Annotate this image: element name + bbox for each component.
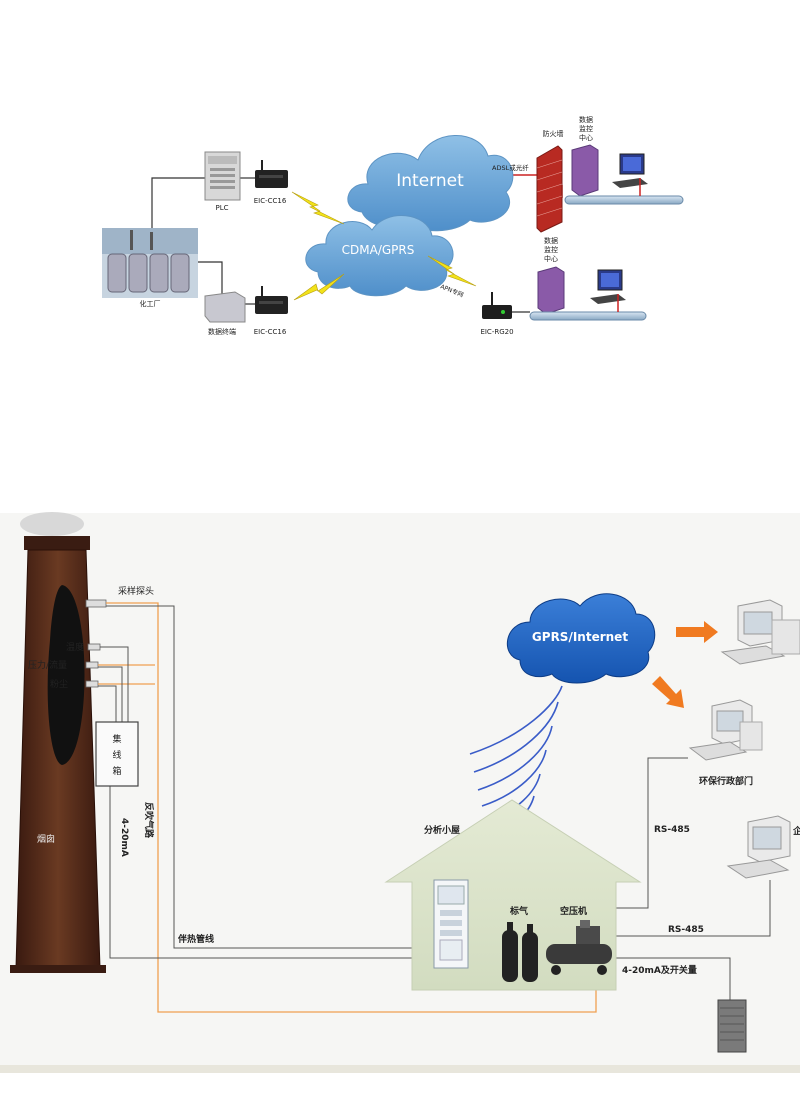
lightning-bolt-icon xyxy=(291,191,345,225)
cdma-gprs-label: CDMA/GPRS xyxy=(342,243,415,257)
center-top-line3: 中心 xyxy=(579,133,593,142)
sampling-probe-icon xyxy=(85,599,107,608)
epa-dept-label: 环保行政部门 xyxy=(699,775,753,787)
dust-probe-icon xyxy=(85,680,99,688)
internet-cloud: Internet xyxy=(347,135,514,232)
chimney-label: 烟囱 xyxy=(37,833,55,845)
network-diagram-top: Internet CDMA/GPRS PLC EIC- xyxy=(102,115,684,336)
data-terminal-label: 数据终端 xyxy=(208,327,236,336)
center-top-line2: 监控 xyxy=(579,124,593,133)
data-terminal: 数据终端 xyxy=(204,291,246,336)
temperature-probe-icon xyxy=(87,643,101,651)
signal-4-20-label: 4-20mA xyxy=(119,818,129,857)
gas-cylinder-icon xyxy=(502,922,538,982)
computer-epa: 环保行政部门 xyxy=(688,699,763,787)
computer-enterprise-top xyxy=(720,599,800,665)
terminal-icon xyxy=(204,291,246,323)
center-top-line1: 数据 xyxy=(579,115,593,124)
server-icon xyxy=(537,266,565,315)
rg20-label: EIC-RG20 xyxy=(480,328,513,336)
junction-box-icon xyxy=(95,721,139,787)
pressure-probe-icon xyxy=(85,661,99,669)
enterprise-partial-label: 企 xyxy=(792,825,800,837)
plc-label: PLC xyxy=(215,204,228,212)
modem-icon xyxy=(255,170,288,188)
apn-label: APN专网 xyxy=(439,282,464,298)
center-bottom-line1: 数据 xyxy=(544,236,558,245)
chimney: 烟囱 xyxy=(10,512,106,973)
gprs-internet-label: GPRS/Internet xyxy=(532,630,628,644)
cdma-gprs-cloud: CDMA/GPRS xyxy=(305,215,454,297)
adsl-label: ADSL或光纤 xyxy=(492,163,529,172)
junction-box-char2: 线 xyxy=(112,749,121,761)
cems-diagram-bottom: 烟囱 温度 压力/流量 粉尘 采样探头 xyxy=(0,512,800,1073)
gprs-internet-cloud: GPRS/Internet xyxy=(506,593,656,684)
monitoring-center-top: 数据 监控 中心 xyxy=(564,115,684,205)
smoke-cloud xyxy=(20,512,84,536)
junction-box: 集 线 箱 xyxy=(95,721,139,787)
compressor-icon xyxy=(546,920,612,975)
arrow-right-icon xyxy=(676,621,718,643)
junction-box-char1: 集 xyxy=(112,733,121,745)
chimney-cutaway xyxy=(47,585,85,765)
arrow-icons xyxy=(652,621,718,708)
dcs-cabinet xyxy=(717,999,747,1053)
internet-label: Internet xyxy=(396,171,464,191)
rs485-label-b: RS-485 xyxy=(668,925,704,935)
backblow-gas-label: 反吹气路 xyxy=(143,802,155,839)
firewall-icon xyxy=(536,145,563,233)
center-bottom-line3: 中心 xyxy=(544,254,558,263)
monitoring-center-bottom: 数据 监控 中心 xyxy=(529,236,647,321)
rs485-label-a: RS-485 xyxy=(654,825,690,835)
firewall: 防火墙 xyxy=(536,129,564,233)
computer-enterprise: 企 xyxy=(726,815,800,879)
signal-lines xyxy=(98,605,771,1000)
io-4-20-label: 4-20mA及开关量 xyxy=(622,964,697,976)
network-bus-top xyxy=(564,195,684,205)
eic-cc16-top: EIC-CC16 xyxy=(254,160,288,205)
lightning-bolt-icon xyxy=(293,273,345,301)
cc16-top-label: EIC-CC16 xyxy=(254,197,287,205)
arrow-down-right-icon xyxy=(652,676,684,708)
pressure-flow-label: 压力/流量 xyxy=(28,659,67,671)
plc-device: PLC xyxy=(204,151,241,212)
temperature-label: 温度 xyxy=(66,641,84,653)
wireless-bolt-icons xyxy=(291,191,477,301)
chemical-plant: 化工厂 xyxy=(102,228,198,308)
heat-trace-label: 伴热管线 xyxy=(177,933,214,945)
modem-icon xyxy=(255,296,288,314)
server-icon xyxy=(571,144,599,197)
bottom-background xyxy=(0,513,800,1073)
network-bus-bottom xyxy=(529,311,647,321)
sampling-probe-label: 采样探头 xyxy=(118,585,154,597)
analysis-house-label: 分析小屋 xyxy=(424,824,460,836)
analysis-house: 分析小屋 标气 空压机 xyxy=(384,799,642,991)
eic-cc16-bottom: EIC-CC16 xyxy=(254,286,288,336)
junction-box-char3: 箱 xyxy=(112,765,121,777)
std-gas-label: 标气 xyxy=(509,905,528,917)
cabinet-icon xyxy=(717,999,747,1053)
cc16-bottom-label: EIC-CC16 xyxy=(254,328,287,336)
chem-plant-label: 化工厂 xyxy=(140,299,161,308)
router-icon xyxy=(482,305,512,319)
center-bottom-line2: 监控 xyxy=(544,245,558,254)
eic-rg20-router: EIC-RG20 APN专网 xyxy=(439,282,513,336)
sample-tube-lines xyxy=(98,602,597,1013)
dust-label: 粉尘 xyxy=(50,678,68,690)
lightning-bolt-icon xyxy=(427,255,477,287)
compressor-label: 空压机 xyxy=(560,905,587,917)
firewall-label: 防火墙 xyxy=(543,129,564,138)
